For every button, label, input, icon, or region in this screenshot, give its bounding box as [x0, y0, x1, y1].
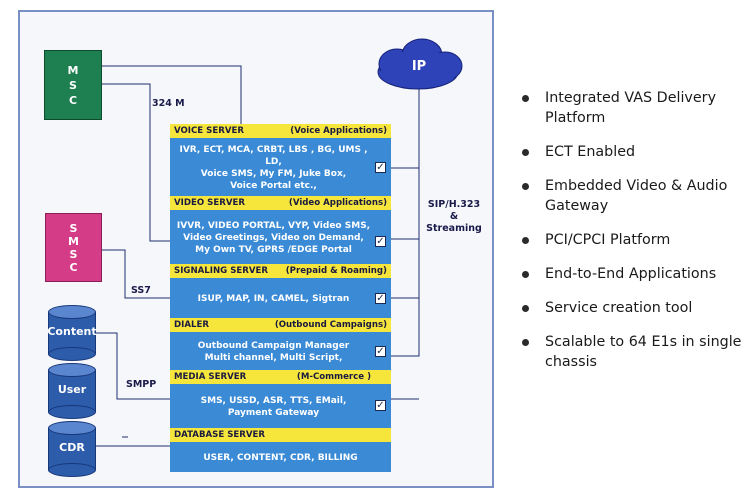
server-line: IVR, ECT, MCA, CRBT, LBS , BG, UMS , LD, — [179, 144, 368, 167]
feature-item: End-to-End Applications — [514, 264, 744, 284]
signaling-server-body: ISUP, MAP, IN, CAMEL, Sigtran ✓ — [170, 278, 391, 318]
feature-text: Scalable to 64 E1s in single chassis — [545, 334, 742, 370]
sip-line: Streaming — [426, 223, 482, 234]
server-line: Payment Gateway — [227, 407, 320, 418]
feature-text: Integrated VAS Delivery Platform — [545, 90, 717, 126]
video-server-body: IVVR, VIDEO PORTAL, VYP, Video SMS, Vide… — [170, 210, 391, 264]
server-line: Video Greetings, Video on Demand, — [183, 232, 364, 243]
bullet-icon — [522, 183, 529, 190]
link-label-sip: SIP/H.323 & Streaming — [416, 199, 492, 235]
server-line: USER, CONTENT, CDR, BILLING — [203, 452, 358, 463]
server-line: SMS, USSD, ASR, TTS, EMail, — [200, 395, 347, 406]
msc-letter: C — [68, 93, 78, 107]
server-title: DIALER — [174, 320, 209, 330]
database-label: CDR — [59, 441, 85, 454]
media-server-header: MEDIA SERVER (M-Commerce ) — [170, 370, 391, 384]
server-line: ISUP, MAP, IN, CAMEL, Sigtran — [197, 293, 350, 304]
feature-text: Service creation tool — [545, 300, 693, 316]
link-label-324m: 324 M — [152, 98, 185, 109]
feature-list: Integrated VAS Delivery Platform ECT Ena… — [514, 88, 744, 386]
checkbox-icon: ✓ — [375, 162, 386, 173]
dialer-body: Outbound Campaign Manager Multi channel,… — [170, 332, 391, 370]
content-database: Content — [47, 305, 97, 361]
dialer-header: DIALER (Outbound Campaigns) — [170, 318, 391, 332]
server-title: VOICE SERVER — [174, 126, 244, 136]
bullet-icon — [522, 339, 529, 346]
server-line: Multi channel, Multi Script, — [204, 352, 343, 363]
server-title: MEDIA SERVER — [174, 372, 247, 382]
feature-item: Service creation tool — [514, 298, 744, 318]
server-title: SIGNALING SERVER — [174, 266, 269, 276]
checkbox-icon: ✓ — [375, 293, 386, 304]
checkbox-icon: ✓ — [375, 346, 386, 357]
checkbox-icon: ✓ — [375, 236, 386, 247]
feature-item: Scalable to 64 E1s in single chassis — [514, 332, 744, 372]
bullet-icon — [522, 271, 529, 278]
server-line: IVVR, VIDEO PORTAL, VYP, Video SMS, — [176, 220, 371, 231]
feature-text: ECT Enabled — [545, 144, 636, 160]
media-server-body: SMS, USSD, ASR, TTS, EMail, Payment Gate… — [170, 384, 391, 428]
server-role: (Outbound Campaigns) — [274, 320, 387, 330]
msc-node: M S C — [44, 50, 102, 120]
cdr-database: CDR — [48, 421, 96, 477]
smsc-node: S M S C — [45, 213, 102, 282]
server-role: (M-Commerce ) — [296, 372, 371, 382]
server-title: VIDEO SERVER — [174, 198, 245, 208]
ip-cloud-shape — [377, 38, 463, 90]
user-database: User — [48, 363, 96, 419]
sip-line: & — [449, 211, 459, 222]
database-label: User — [57, 383, 87, 396]
bullet-icon — [522, 149, 529, 156]
database-label: Content — [47, 325, 97, 338]
feature-item: PCI/CPCI Platform — [514, 230, 744, 250]
feature-item: Embedded Video & Audio Gateway — [514, 176, 744, 216]
link-label-ss7: SS7 — [131, 285, 151, 296]
smsc-letter: C — [69, 260, 78, 274]
smsc-letter: S — [69, 221, 78, 235]
video-server-header: VIDEO SERVER (Video Applications) — [170, 196, 391, 210]
smsc-letter: M — [68, 234, 79, 248]
smsc-letter: S — [69, 247, 78, 261]
sip-line: SIP/H.323 — [427, 199, 481, 210]
server-role: (Prepaid & Roaming) — [285, 266, 387, 276]
signaling-server-header: SIGNALING SERVER (Prepaid & Roaming) — [170, 264, 391, 278]
database-server-body: USER, CONTENT, CDR, BILLING — [170, 442, 391, 472]
server-line: Voice SMS, My FM, Juke Box, — [200, 168, 347, 179]
msc-letter: S — [69, 78, 77, 92]
server-role: (Voice Applications) — [290, 126, 387, 136]
feature-item: Integrated VAS Delivery Platform — [514, 88, 744, 128]
link-label-smpp: SMPP — [126, 379, 157, 390]
server-title: DATABASE SERVER — [174, 430, 266, 440]
feature-item: ECT Enabled — [514, 142, 744, 162]
server-line: Outbound Campaign Manager — [197, 340, 350, 351]
checkbox-icon: ✓ — [375, 400, 386, 411]
feature-text: Embedded Video & Audio Gateway — [545, 178, 728, 214]
voice-server-header: VOICE SERVER (Voice Applications) — [170, 124, 391, 138]
msc-letter: M — [67, 63, 79, 77]
bullet-icon — [522, 95, 529, 102]
server-line: My Own TV, GPRS /EDGE Portal — [195, 244, 352, 255]
bullet-icon — [522, 237, 529, 244]
feature-text: End-to-End Applications — [545, 266, 717, 282]
ip-cloud-label: IP — [411, 59, 427, 74]
server-role: (Video Applications) — [288, 198, 387, 208]
database-server-header: DATABASE SERVER — [170, 428, 391, 442]
feature-text: PCI/CPCI Platform — [545, 232, 671, 248]
voice-server-body: IVR, ECT, MCA, CRBT, LBS , BG, UMS , LD,… — [170, 138, 391, 196]
server-line: Voice Portal etc., — [230, 180, 317, 191]
bullet-icon — [522, 305, 529, 312]
